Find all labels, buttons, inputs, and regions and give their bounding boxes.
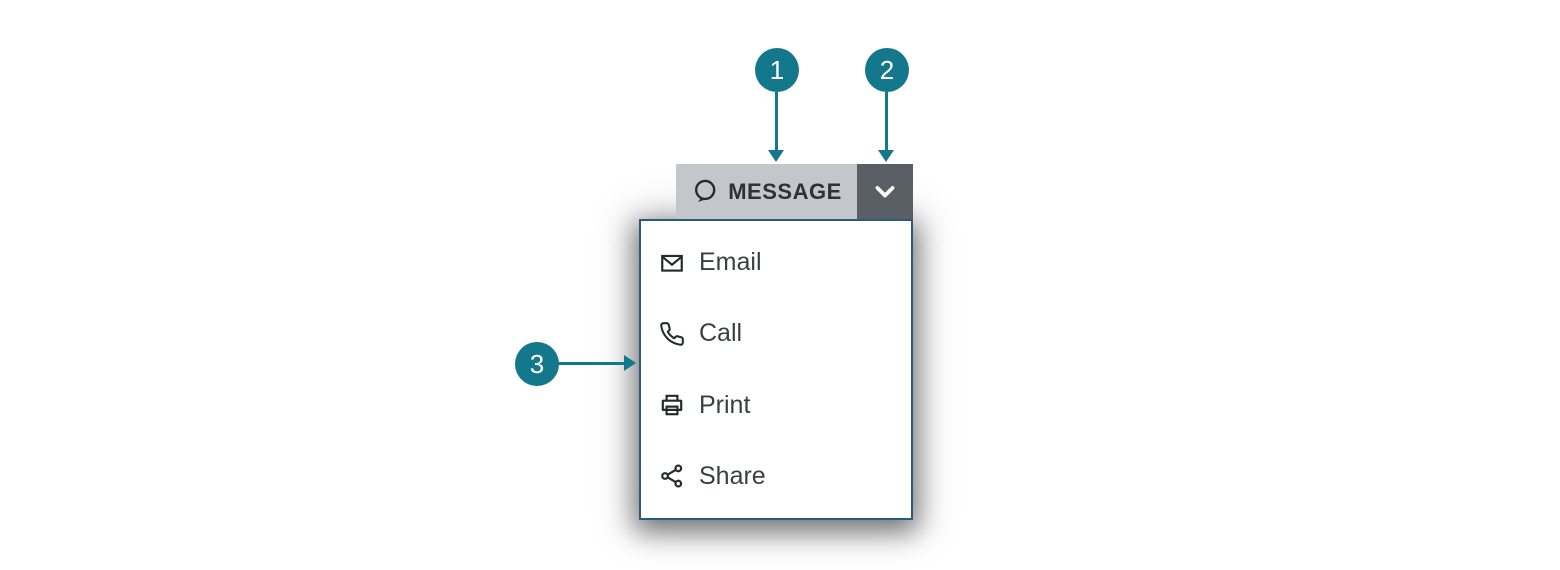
menu-item-label: Email	[699, 248, 762, 277]
menu-item-label: Call	[699, 319, 743, 348]
callout-2-arrow-line	[885, 92, 888, 152]
callout-badge-1: 1	[755, 48, 799, 92]
message-bubble-icon	[691, 178, 718, 205]
callout-2-arrowhead-icon	[878, 150, 894, 162]
split-button: MESSAGE	[676, 164, 913, 219]
menu-item-label: Print	[699, 390, 751, 419]
menu-item-print[interactable]: Print	[641, 370, 911, 440]
callout-3-arrow-line	[558, 362, 626, 365]
menu-item-share[interactable]: Share	[641, 441, 911, 511]
callout-badge-3: 3	[515, 342, 559, 386]
menu-item-label: Share	[699, 461, 766, 490]
callout-1-arrow-line	[775, 92, 778, 152]
callout-badge-2: 2	[865, 48, 909, 92]
chevron-down-icon	[871, 178, 899, 206]
share-icon	[659, 463, 685, 489]
message-button-label: MESSAGE	[728, 178, 842, 204]
dropdown-menu: Email Call Print	[639, 219, 913, 520]
menu-item-call[interactable]: Call	[641, 299, 911, 369]
callout-3-arrowhead-icon	[624, 355, 636, 371]
print-icon	[659, 392, 685, 418]
menu-item-email[interactable]: Email	[641, 228, 911, 298]
dropdown-toggle-button[interactable]	[857, 164, 913, 219]
email-icon	[659, 250, 685, 276]
callout-1-arrowhead-icon	[768, 150, 784, 162]
message-button[interactable]: MESSAGE	[676, 164, 857, 219]
phone-icon	[659, 321, 685, 347]
